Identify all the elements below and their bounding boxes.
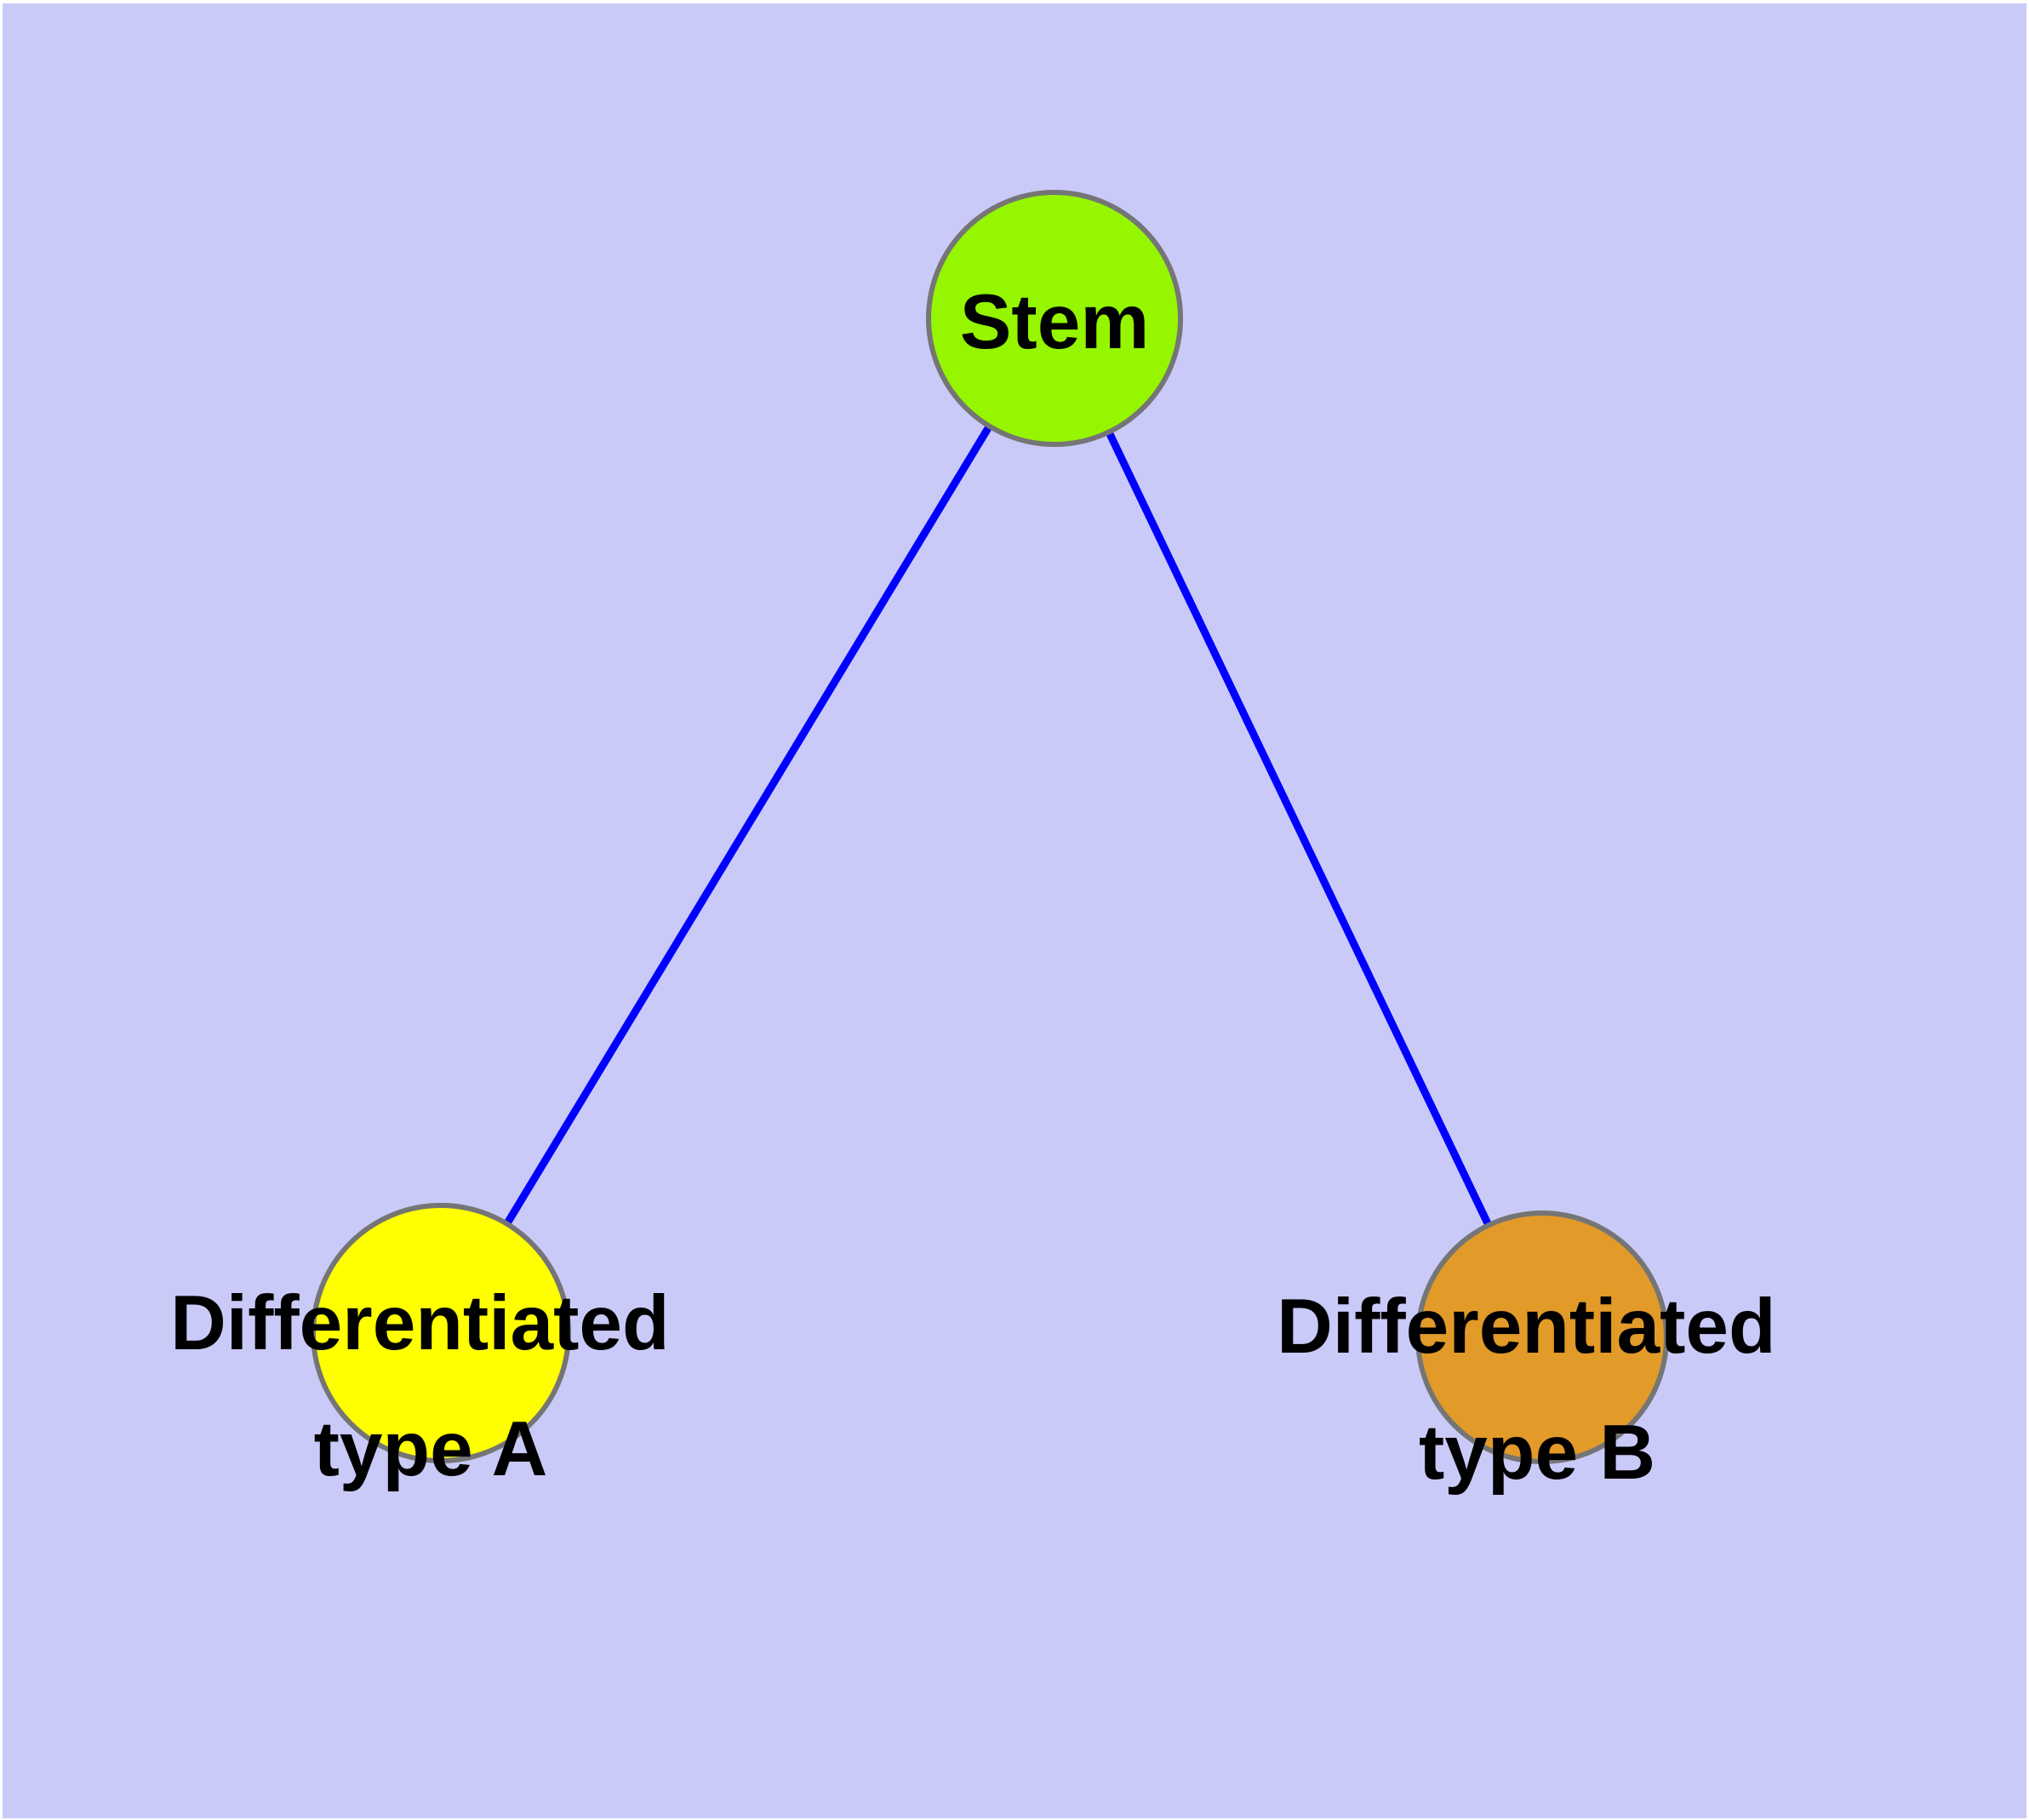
node-type-a-label-line-2: type A (314, 1406, 548, 1492)
node-type-a-label-line-1: Differentiated (170, 1280, 670, 1366)
node-differentiated-type-a (311, 1203, 571, 1463)
node-type-b-label: Differentiated type B (1277, 1284, 1798, 1496)
node-type-b-label-line-1: Differentiated (1277, 1284, 1776, 1370)
edge-stem-to-type-a (437, 316, 1058, 1336)
node-differentiated-type-b (1415, 1210, 1669, 1464)
node-stem (926, 190, 1183, 447)
edge-stem-to-type-b (1050, 317, 1546, 1339)
node-type-b-label-line-2: type B (1419, 1410, 1655, 1496)
node-stem-label: Stem (960, 279, 1150, 365)
node-type-a-label: Differentiated type A (170, 1280, 691, 1492)
